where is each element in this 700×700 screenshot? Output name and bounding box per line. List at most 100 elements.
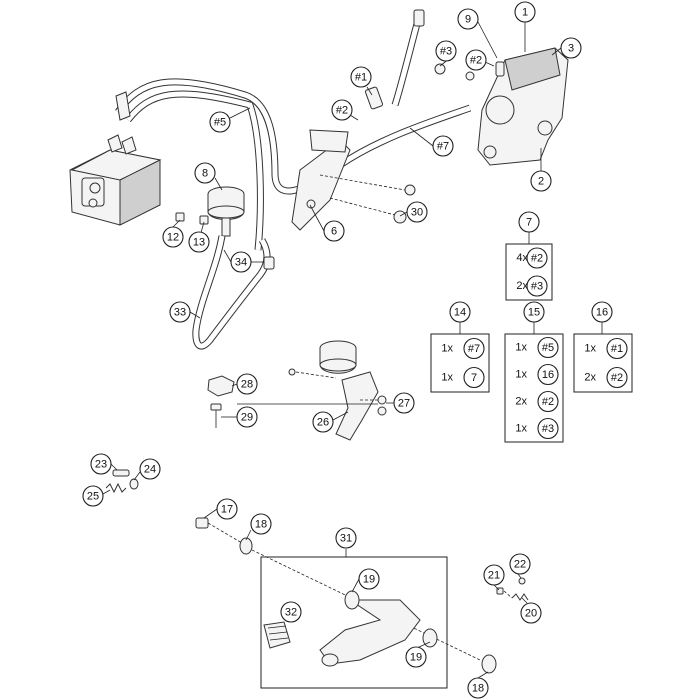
callout-label: 24	[144, 464, 156, 476]
callout-circle	[457, 8, 479, 30]
callout-circle	[139, 458, 161, 480]
kit-row-qty: 1x	[441, 372, 453, 384]
callout-circle	[335, 527, 357, 549]
kit-row-ref: #1	[606, 337, 628, 360]
kit-row-ref: #3	[537, 417, 559, 440]
callout-label: 33	[174, 307, 186, 319]
callout-c29: 29	[236, 406, 258, 428]
callout-c18a: 18	[250, 513, 272, 535]
callout-c28: 28	[236, 373, 258, 395]
parts-artwork	[69, 9, 569, 689]
callout-label: #7	[437, 141, 449, 153]
callout-c1: 1	[514, 1, 536, 23]
callout-circle	[350, 66, 372, 88]
kit-row-ref-label: #5	[542, 342, 554, 354]
callout-label: 6	[331, 226, 337, 238]
callout-c19b: 19	[405, 646, 427, 668]
callout-c6: 6	[323, 220, 345, 242]
kit-row-ref-label: #2	[531, 253, 543, 265]
callout-circle	[216, 498, 238, 520]
callout-ch2a: #2	[465, 49, 487, 71]
callout-c18b: 18	[467, 677, 489, 699]
callout-label: 28	[241, 379, 253, 391]
callout-label: #2	[336, 105, 348, 117]
callout-label: 19	[363, 574, 375, 586]
callout-label: #2	[470, 55, 482, 67]
callout-circle	[393, 392, 415, 414]
callout-circle	[560, 37, 582, 59]
callout-label: 17	[221, 504, 233, 516]
kit-header: 16	[591, 301, 613, 323]
stop-switch-drawing	[496, 577, 529, 601]
callout-circle	[312, 411, 334, 433]
callout-label: 21	[488, 570, 500, 582]
kit-row-qty: 2x	[515, 396, 527, 408]
callout-circle	[465, 49, 487, 71]
callout-label: 2	[538, 176, 544, 188]
callout-c30: 30	[406, 201, 428, 223]
kit-row-qty: 1x	[441, 343, 453, 355]
callout-ch5: #5	[209, 111, 231, 133]
kit-row-ref-label: #7	[468, 343, 480, 355]
master-cylinder-drawing	[288, 340, 387, 441]
callout-label: 18	[255, 519, 267, 531]
brake-caliper-drawing	[434, 47, 569, 166]
callout-circle	[236, 373, 258, 395]
callout-label: 3	[568, 43, 574, 55]
callout-circle	[236, 406, 258, 428]
callout-circle	[514, 1, 536, 23]
callout-c13: 13	[188, 231, 210, 253]
callout-label: #1	[355, 72, 367, 84]
callout-c31: 31	[335, 527, 357, 549]
kit-row-ref-label: #3	[542, 423, 554, 435]
kit-row-ref-label: #2	[542, 396, 554, 408]
callout-label: 23	[95, 459, 107, 471]
kit-row-qty: 1x	[584, 343, 596, 355]
callout-c3: 3	[560, 37, 582, 59]
callout-circle	[162, 226, 184, 248]
callout-label: #5	[214, 117, 226, 129]
callout-label: 32	[285, 607, 297, 619]
kit-row-ref: 7	[463, 366, 485, 389]
kit-table-7: 74x#22x#3	[505, 211, 553, 301]
callout-label: 29	[241, 412, 253, 424]
callout-circle	[331, 99, 353, 121]
callout-c26: 26	[312, 411, 334, 433]
kit-row-qty: 2x	[584, 372, 596, 384]
callout-label: 1	[522, 7, 528, 19]
callout-c20: 20	[520, 602, 542, 624]
callout-leaders	[102, 21, 562, 679]
callout-label: 26	[317, 417, 329, 429]
callout-label: 9	[465, 14, 471, 26]
callout-c25: 25	[82, 485, 104, 507]
callout-c9: 9	[457, 8, 479, 30]
callout-c8: 8	[194, 162, 216, 184]
callout-circle	[250, 513, 272, 535]
callout-c2: 2	[530, 170, 552, 192]
callout-circle	[483, 564, 505, 586]
callout-label: 27	[398, 398, 410, 410]
callout-circle	[509, 553, 531, 575]
kit-row-ref-label: 16	[542, 369, 554, 381]
callout-ch7: #7	[432, 135, 454, 157]
kit-row-ref: #2	[526, 247, 548, 269]
kit-header-label: 15	[528, 307, 540, 319]
pedal-assembly-drawing	[260, 549, 448, 689]
callout-label: 34	[235, 257, 247, 269]
kit-header-label: 7	[526, 217, 532, 229]
callout-label: #3	[440, 46, 452, 58]
callout-label: 22	[514, 559, 526, 571]
callout-c34: 34	[230, 251, 252, 273]
callout-c19a: 19	[358, 568, 380, 590]
callout-c17: 17	[216, 498, 238, 520]
callout-ch2b: #2	[331, 99, 353, 121]
callout-label: 13	[193, 237, 205, 249]
callout-c22: 22	[509, 553, 531, 575]
reservoir-hose-drawing	[192, 235, 275, 350]
callout-circle	[90, 453, 112, 475]
kit-row-qty: 1x	[515, 342, 527, 354]
kit-row-ref: #5	[537, 336, 559, 359]
callout-circle	[209, 111, 231, 133]
